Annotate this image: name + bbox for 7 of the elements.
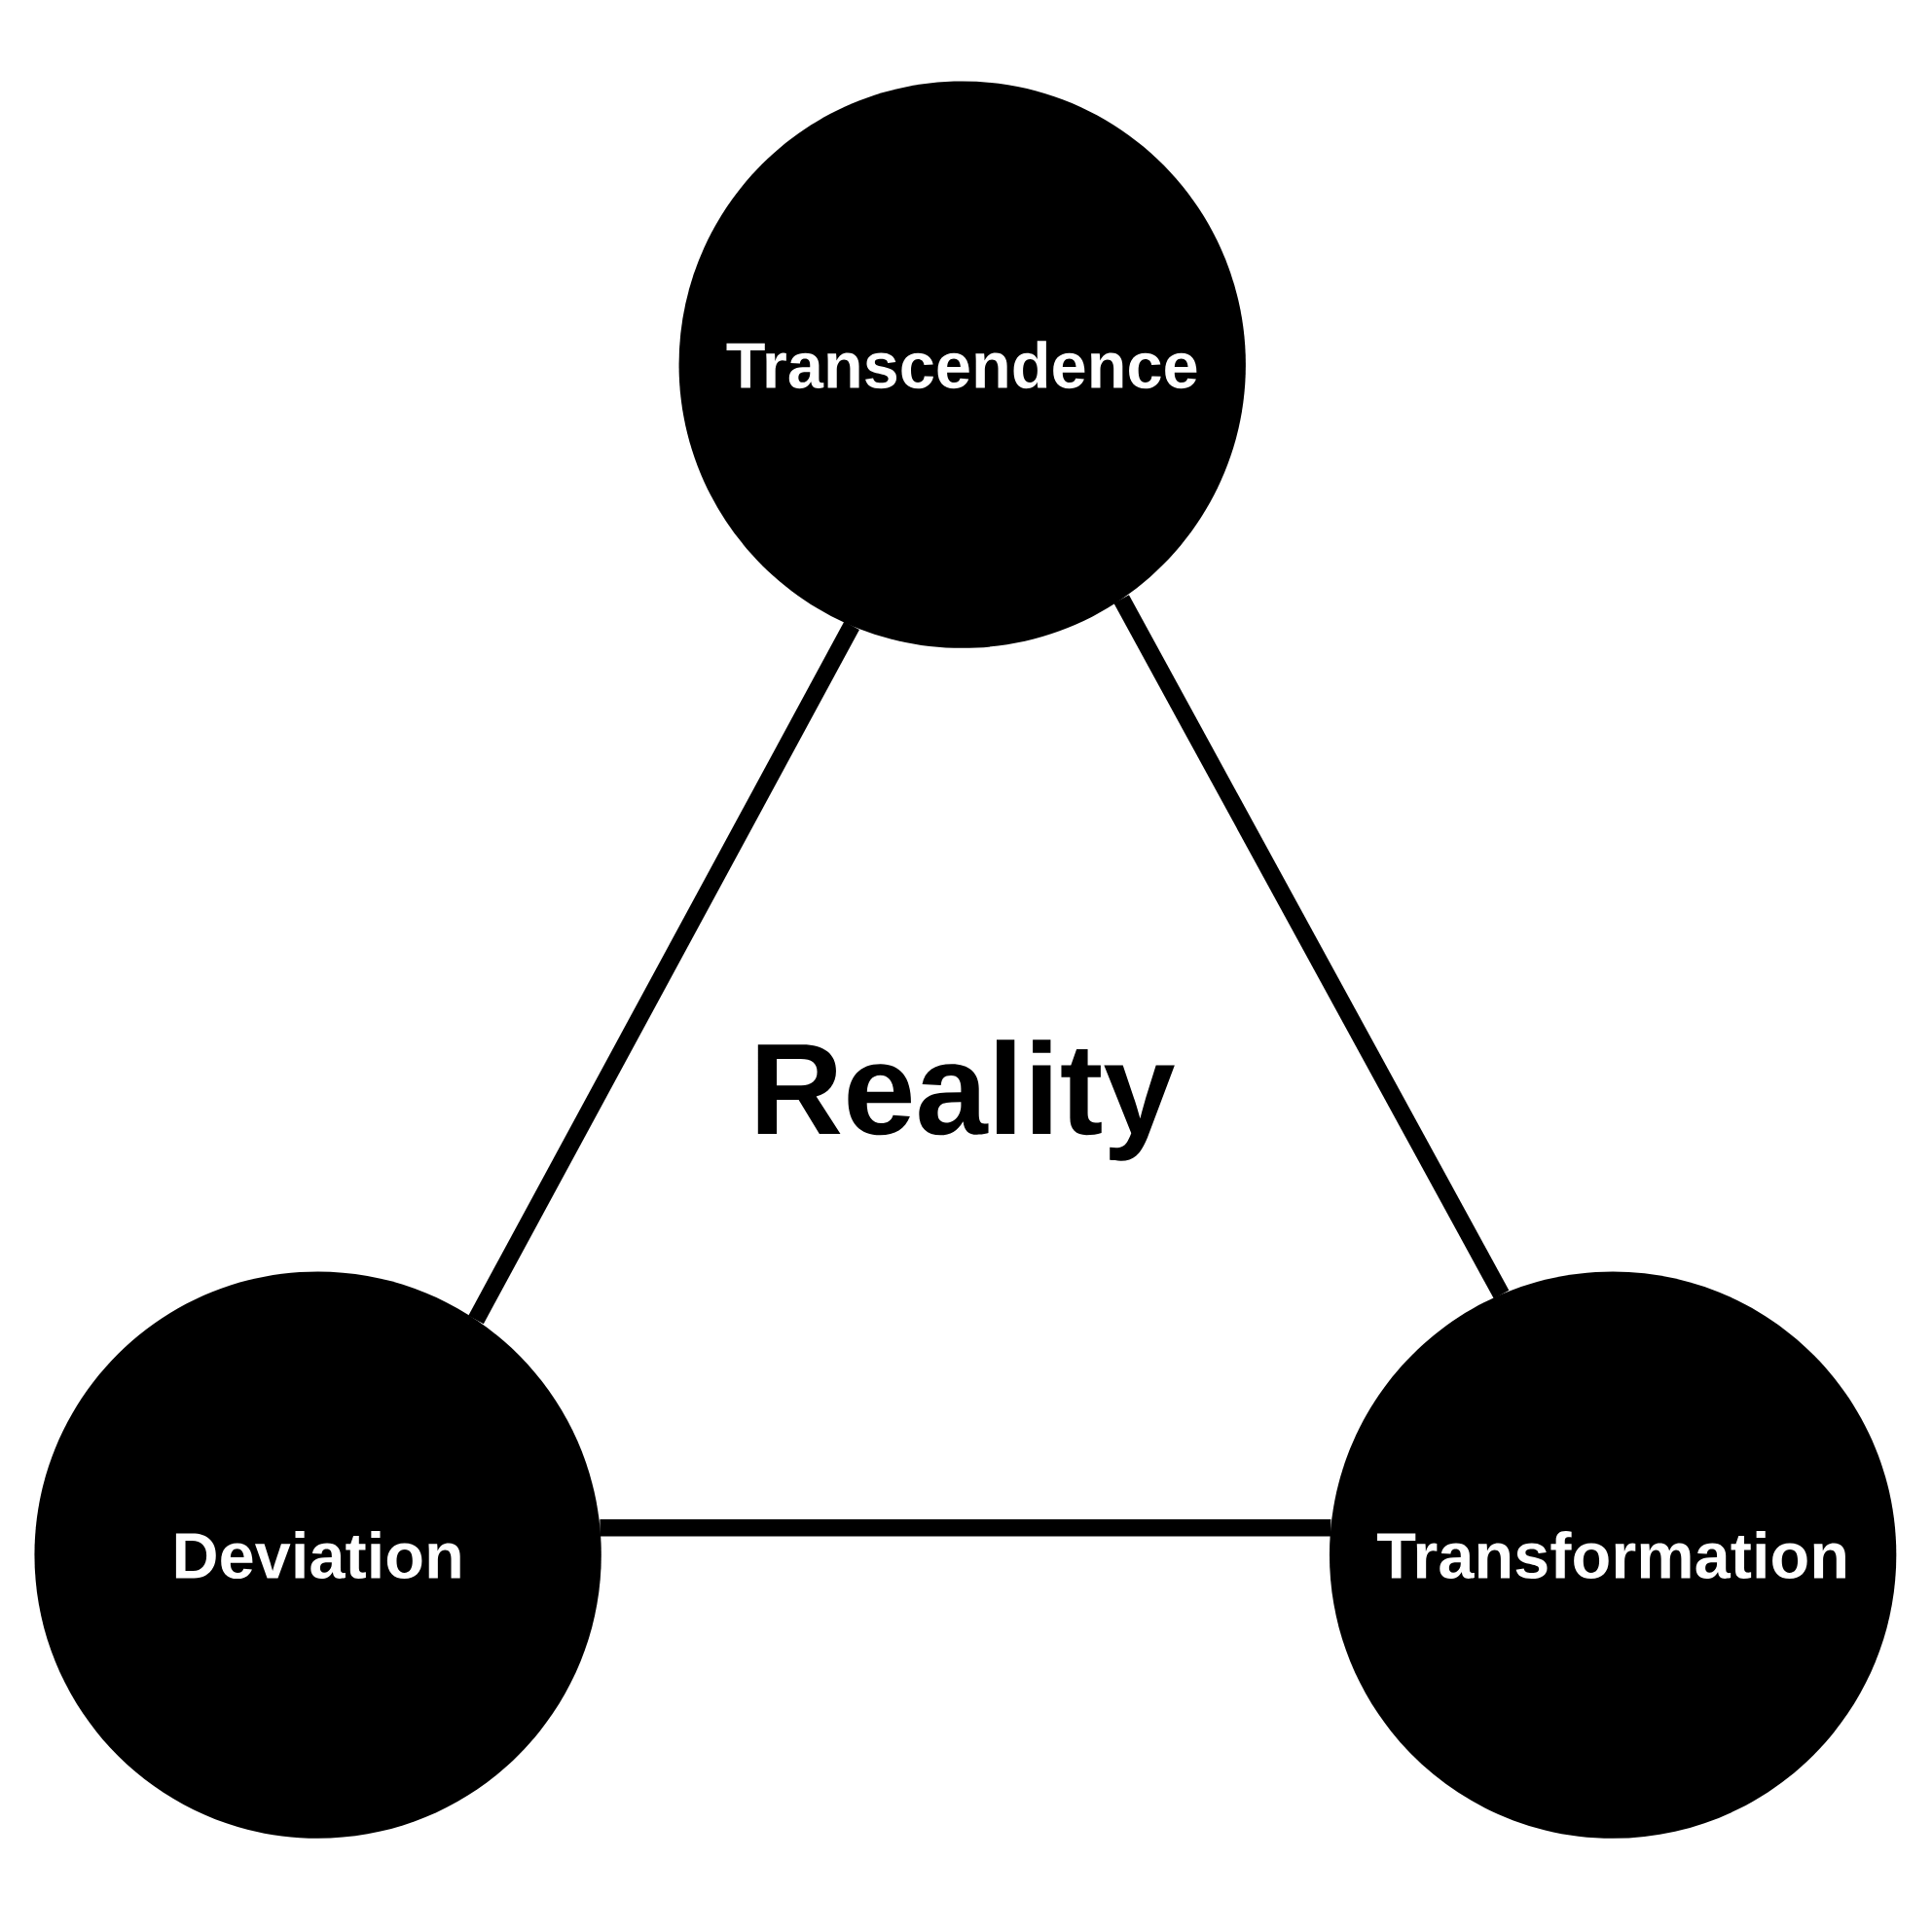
connector-line bbox=[468, 621, 859, 1325]
circle-node: Transformation bbox=[1330, 1271, 1897, 1839]
connector-line bbox=[1113, 595, 1510, 1299]
circle-node: Deviation bbox=[34, 1271, 601, 1839]
connector-line bbox=[600, 1518, 1331, 1537]
center-label: Reality bbox=[757, 1039, 1175, 1161]
circle-node: Transcendence bbox=[678, 81, 1246, 648]
